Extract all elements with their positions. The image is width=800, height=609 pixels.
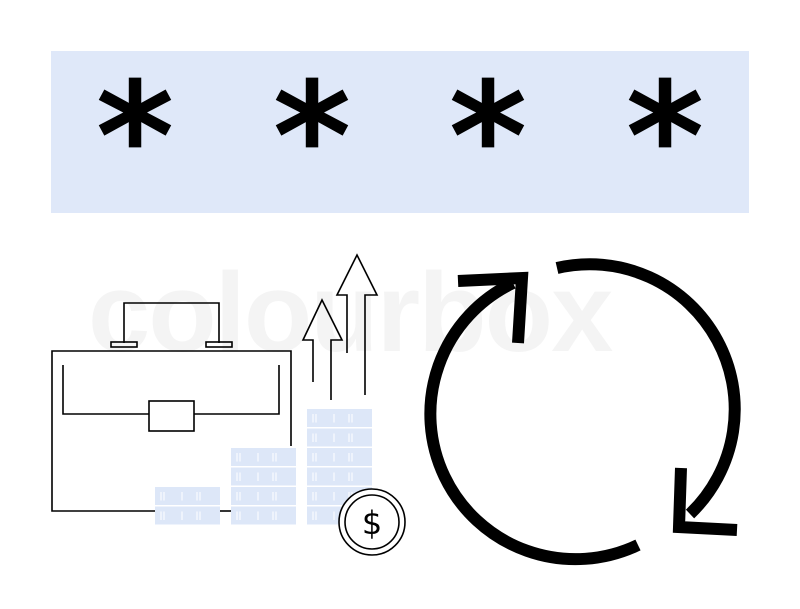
- coin: [231, 467, 296, 486]
- coin: [231, 506, 296, 525]
- coin: [307, 409, 372, 427]
- coin: [155, 506, 220, 525]
- coin: [155, 487, 220, 505]
- asterisk-1: *: [95, 51, 175, 225]
- coin: [231, 487, 296, 505]
- refresh-cycle-icon: [424, 258, 741, 566]
- password-mask-banner: * * * *: [51, 51, 749, 213]
- growth-arrows-icon: [301, 253, 379, 400]
- asterisk-2: *: [272, 51, 352, 225]
- briefcase-icon: [51, 302, 292, 512]
- coin: [307, 428, 372, 447]
- dollar-coin-icon: $: [338, 488, 406, 556]
- dollar-sign: $: [362, 504, 382, 542]
- coin: [307, 467, 372, 486]
- coin: [231, 448, 296, 466]
- asterisk-4: *: [625, 51, 705, 225]
- asterisk-3: *: [448, 51, 528, 225]
- coin-stacks-icon: [155, 409, 372, 525]
- coin: [307, 448, 372, 466]
